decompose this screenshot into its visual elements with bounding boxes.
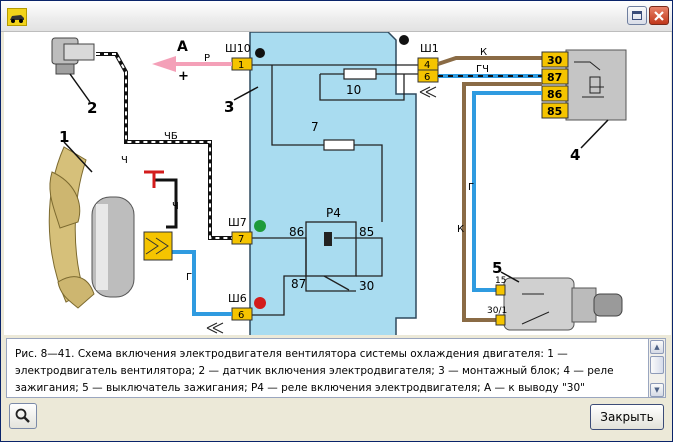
ground-symbol-right (419, 86, 437, 98)
app-car-icon (7, 8, 27, 26)
wire-k-label-1: К (480, 47, 487, 58)
scroll-down-button[interactable]: ▼ (650, 383, 664, 397)
ground-symbol-left (206, 322, 224, 334)
caption-text: Рис. 8—41. Схема включения электродвигат… (15, 348, 614, 411)
zoom-button[interactable] (9, 403, 37, 429)
switch-15-label: 15 (495, 276, 506, 286)
close-window-button[interactable] (649, 6, 669, 25)
wire-k-label-2: К (457, 224, 464, 235)
callout-5: 5 (492, 259, 502, 277)
wire-k-top (437, 56, 544, 66)
ignition-relay-87-label: 87 (547, 71, 562, 84)
fan-motor (48, 146, 135, 309)
relay-30-label: 30 (359, 279, 374, 293)
wire-ch-label-1: Ч (121, 155, 128, 166)
connector-sh10-label: Ш10 (225, 42, 251, 55)
plus-sign: + (178, 69, 189, 84)
pin-sh1-4-label: 4 (424, 60, 430, 71)
ignition-relay-pin-30 (541, 51, 569, 68)
ignition-relay-pin-85 (541, 102, 569, 119)
close-button[interactable]: Закрыть (590, 404, 664, 430)
bottom-bar: Закрыть (1, 399, 672, 441)
callout-4: 4 (570, 146, 580, 164)
wire-g-motor (169, 250, 232, 316)
maximize-button[interactable] (627, 6, 647, 25)
wire-g-label-1: Г (186, 272, 192, 283)
caption-scrollbar[interactable]: ▲ ▼ (649, 338, 666, 398)
relay-p4-coil (324, 232, 332, 246)
pin-sh10-label: 1 (238, 60, 244, 71)
block-corner-dot-left (255, 48, 265, 58)
close-icon (654, 10, 664, 21)
wire-p-label: Р (204, 53, 210, 64)
wire-g-switch (472, 91, 542, 292)
wire-ch-label-2: Ч (172, 201, 179, 212)
connector-sh7-label: Ш7 (228, 216, 247, 229)
ground-terminal (144, 170, 164, 188)
callout-1: 1 (59, 128, 69, 146)
wire-k-switch (462, 82, 542, 322)
connector-sh6-label: Ш6 (228, 292, 247, 305)
mounting-block (249, 31, 417, 338)
red-dot (254, 297, 266, 309)
generator-arrow (152, 56, 176, 72)
callout-2: 2 (87, 99, 97, 117)
relay-p4-label: Р4 (326, 206, 341, 220)
ignition-relay-85-label: 85 (547, 105, 562, 118)
pin-sh6-label: 6 (238, 310, 244, 321)
wire-gch-label: ГЧ (476, 64, 489, 75)
scroll-up-button[interactable]: ▲ (650, 340, 664, 354)
sensor-2 (51, 37, 95, 75)
relay-87-label: 87 (291, 277, 306, 291)
pin-sh1-6-label: 6 (424, 72, 430, 83)
wire-g-label-2: Г (468, 182, 474, 193)
wire-ch-ground (154, 178, 178, 229)
title-bar[interactable] (1, 1, 672, 32)
switch-301-label: 30/1 (487, 306, 507, 316)
connector-sh1-label: Ш1 (420, 42, 439, 55)
ignition-relay-30-label: 30 (547, 54, 563, 67)
relay-85-label: 85 (359, 225, 374, 239)
ignition-switch (495, 277, 623, 331)
wiring-diagram: 10 7 Р4 86 85 87 30 1 Ш10 7 Ш7 6 Ш6 4 6 … (4, 31, 671, 338)
fuse-10 (343, 68, 377, 80)
block-corner-dot-right (399, 35, 409, 45)
maximize-icon (632, 11, 642, 20)
wire-chb-label: ЧБ (164, 131, 178, 142)
relay-86-label: 86 (289, 225, 304, 239)
fuse-7-label: 7 (311, 120, 319, 134)
fuse-10-label: 10 (346, 83, 361, 97)
ignition-relay-86-label: 86 (547, 88, 563, 101)
internal-wiring (252, 64, 422, 316)
figure-caption: Рис. 8—41. Схема включения электродвигат… (6, 338, 649, 411)
fuse-7 (323, 139, 355, 151)
magnifier-icon (15, 408, 30, 423)
green-dot (254, 220, 266, 232)
ignition-relay-pin-87 (541, 68, 569, 85)
scroll-thumb[interactable] (650, 356, 664, 374)
pin-sh7-label: 7 (238, 234, 244, 245)
ignition-relay-body (565, 49, 627, 121)
callout-3: 3 (224, 98, 234, 116)
generator-arrow-label: A (177, 39, 188, 55)
